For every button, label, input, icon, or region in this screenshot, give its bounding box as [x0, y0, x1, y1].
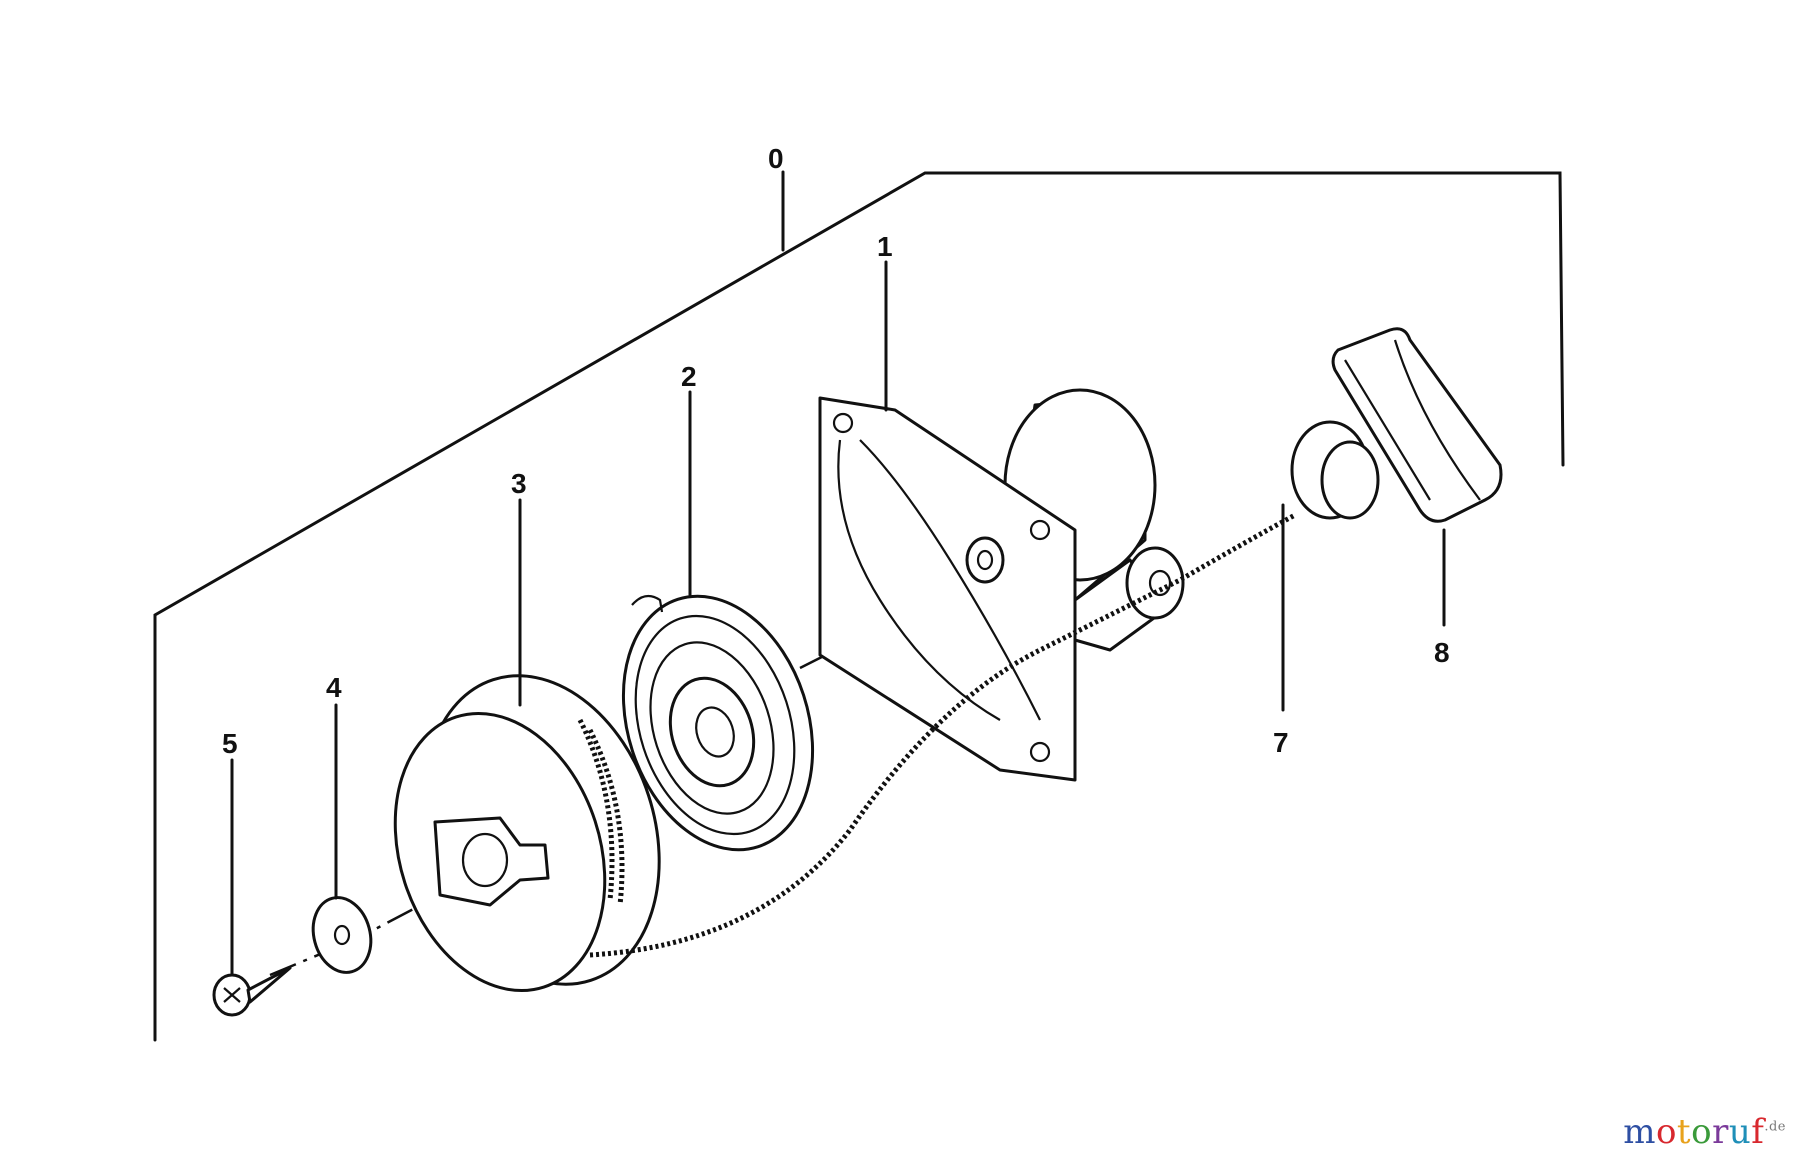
- watermark-suffix: .de: [1764, 1119, 1786, 1135]
- watermark-letter: u: [1728, 1112, 1752, 1152]
- part-label-0: 0: [768, 143, 784, 174]
- screw: [212, 966, 292, 1017]
- part-label-8: 8: [1434, 637, 1450, 668]
- watermark-letter: o: [1691, 1112, 1713, 1152]
- watermark-letter: f: [1751, 1112, 1765, 1152]
- watermark-letter: r: [1712, 1112, 1729, 1152]
- starter-handle: [1331, 327, 1503, 523]
- handle-grommet: [1290, 420, 1380, 520]
- part-label-2: 2: [681, 361, 697, 392]
- watermark-text: motoruf: [1623, 1112, 1764, 1152]
- watermark-letter: m: [1623, 1112, 1656, 1152]
- rope-pulley: [393, 674, 661, 993]
- part-label-3: 3: [511, 468, 527, 499]
- assembly-bracket-line: [153, 170, 1565, 1042]
- leader-lines: [230, 260, 1446, 977]
- recoil-spring: [621, 594, 815, 852]
- starter-housing: [818, 388, 1185, 782]
- part-label-5: 5: [222, 728, 238, 759]
- starter-rope: [589, 512, 1297, 958]
- part-label-7: 7: [1273, 727, 1289, 758]
- part-label-4: 4: [326, 672, 342, 703]
- watermark-letter: t: [1676, 1112, 1692, 1152]
- part-label-1: 1: [877, 231, 893, 262]
- site-watermark-logo: motoruf.de: [1623, 1112, 1786, 1152]
- washer: [311, 896, 373, 974]
- watermark-letter: o: [1655, 1112, 1677, 1152]
